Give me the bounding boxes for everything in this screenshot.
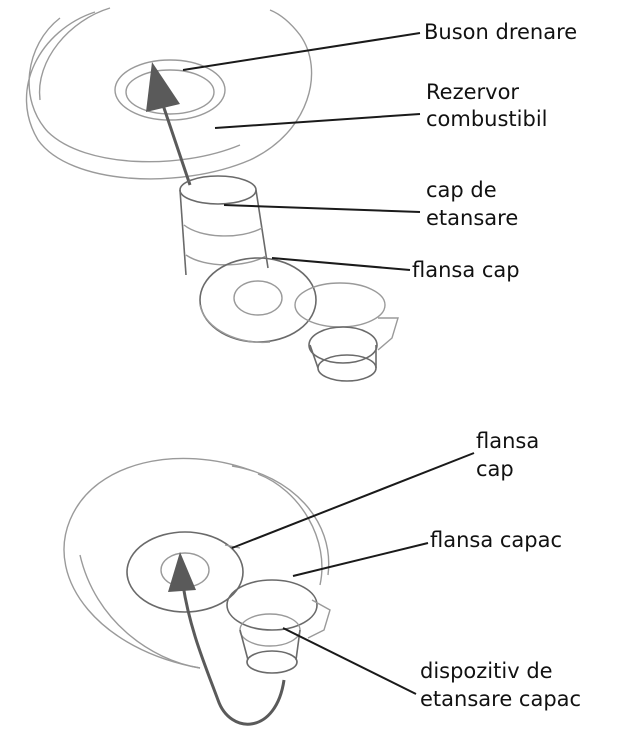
leader-flansa-capac <box>293 543 428 576</box>
label-flansa-cap-bottom-line1: flansa <box>476 428 539 455</box>
leader-dispozitiv <box>283 628 416 694</box>
top-illustration <box>26 8 398 381</box>
leader-rezervor <box>215 114 420 128</box>
label-flansa-capac: flansa capac <box>430 527 562 554</box>
label-cap-line2: etansare <box>426 205 518 232</box>
label-rezervor-line1: Rezervor <box>426 79 519 106</box>
label-flansa-cap-top: flansa cap <box>412 257 520 284</box>
insert-arrow-top <box>146 62 190 185</box>
leader-cap-etansare <box>224 205 420 212</box>
label-rezervor-line2: combustibil <box>426 106 548 133</box>
leader-buson-drenare <box>183 33 420 70</box>
cover-plug-bottom <box>227 580 330 673</box>
insert-arrow-bottom <box>168 552 284 724</box>
bottom-illustration <box>64 458 330 724</box>
label-cap-line1: cap de <box>426 177 497 204</box>
label-flansa-cap-bottom-line2: cap <box>476 456 514 483</box>
leader-flansa-cap-top <box>272 258 410 270</box>
label-dispozitiv-line1: dispozitiv de <box>420 658 553 685</box>
sealing-cap <box>180 176 268 275</box>
cover-plug-top <box>295 283 398 381</box>
label-buson-drenare: Buson drenare <box>424 19 577 46</box>
cap-flange <box>200 258 316 342</box>
label-dispozitiv-line2: etansare capac <box>420 686 581 713</box>
